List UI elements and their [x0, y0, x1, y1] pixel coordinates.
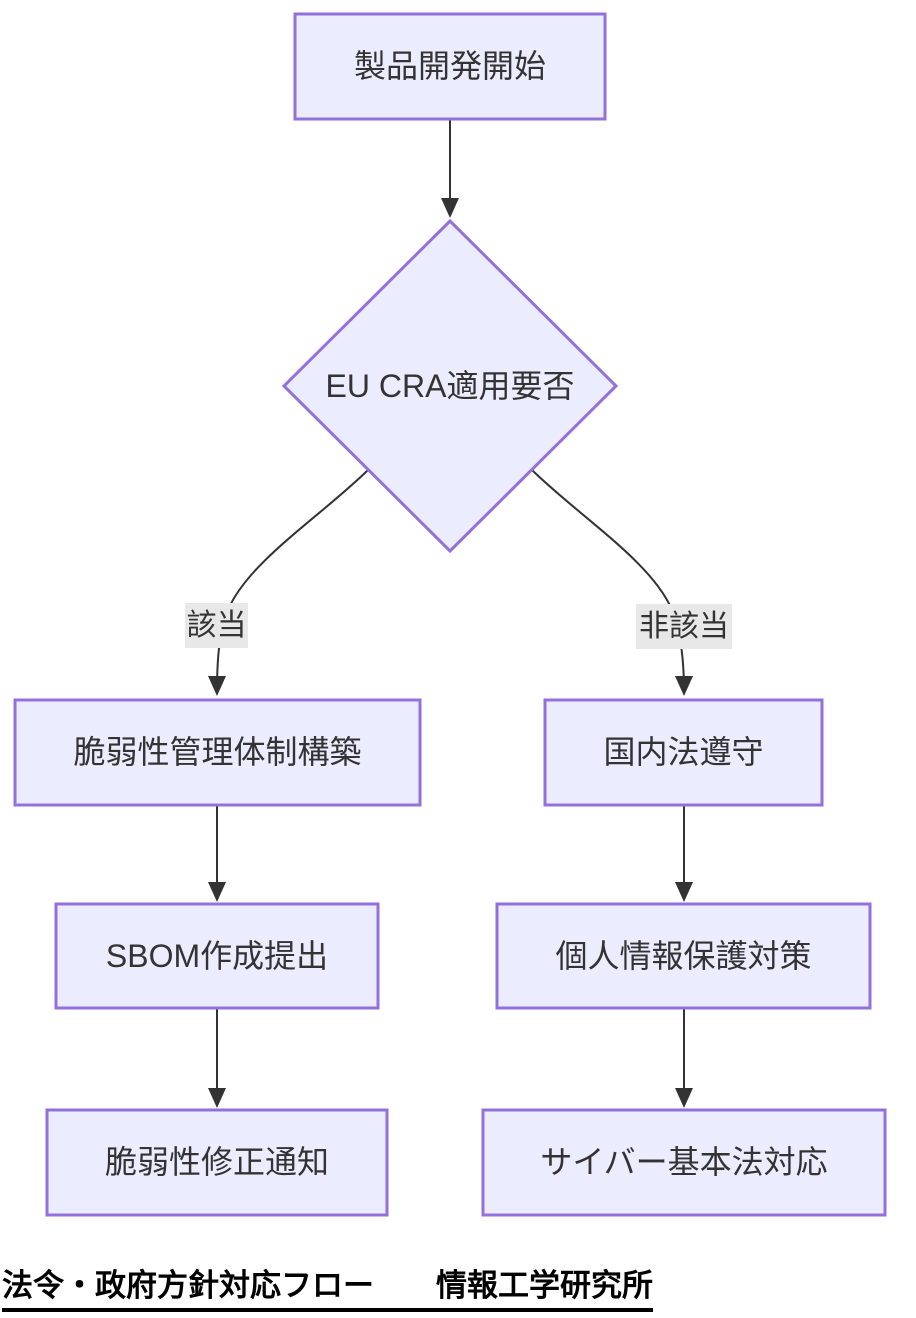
node-start-shape	[293, 12, 607, 121]
node-right1-shape	[543, 698, 824, 807]
node-left2-shape	[54, 902, 380, 1010]
edge-decision-to-left1	[208, 469, 369, 696]
diagram-caption: 法令・政府方針対応フロー 情報工学研究所	[2, 1260, 653, 1312]
node-left1-shape	[13, 698, 422, 807]
node-left3-shape	[45, 1108, 389, 1217]
node-right2-shape	[495, 902, 872, 1010]
edge-decision-to-right1	[531, 469, 693, 696]
diagram-caption-text: 法令・政府方針対応フロー 情報工学研究所	[2, 1260, 653, 1312]
node-right3-shape	[481, 1108, 887, 1217]
edge-label-not-applicable: 非該当	[636, 604, 732, 649]
edge-label-applicable: 該当	[185, 603, 248, 648]
node-decision-diamond-shape	[281, 218, 619, 554]
